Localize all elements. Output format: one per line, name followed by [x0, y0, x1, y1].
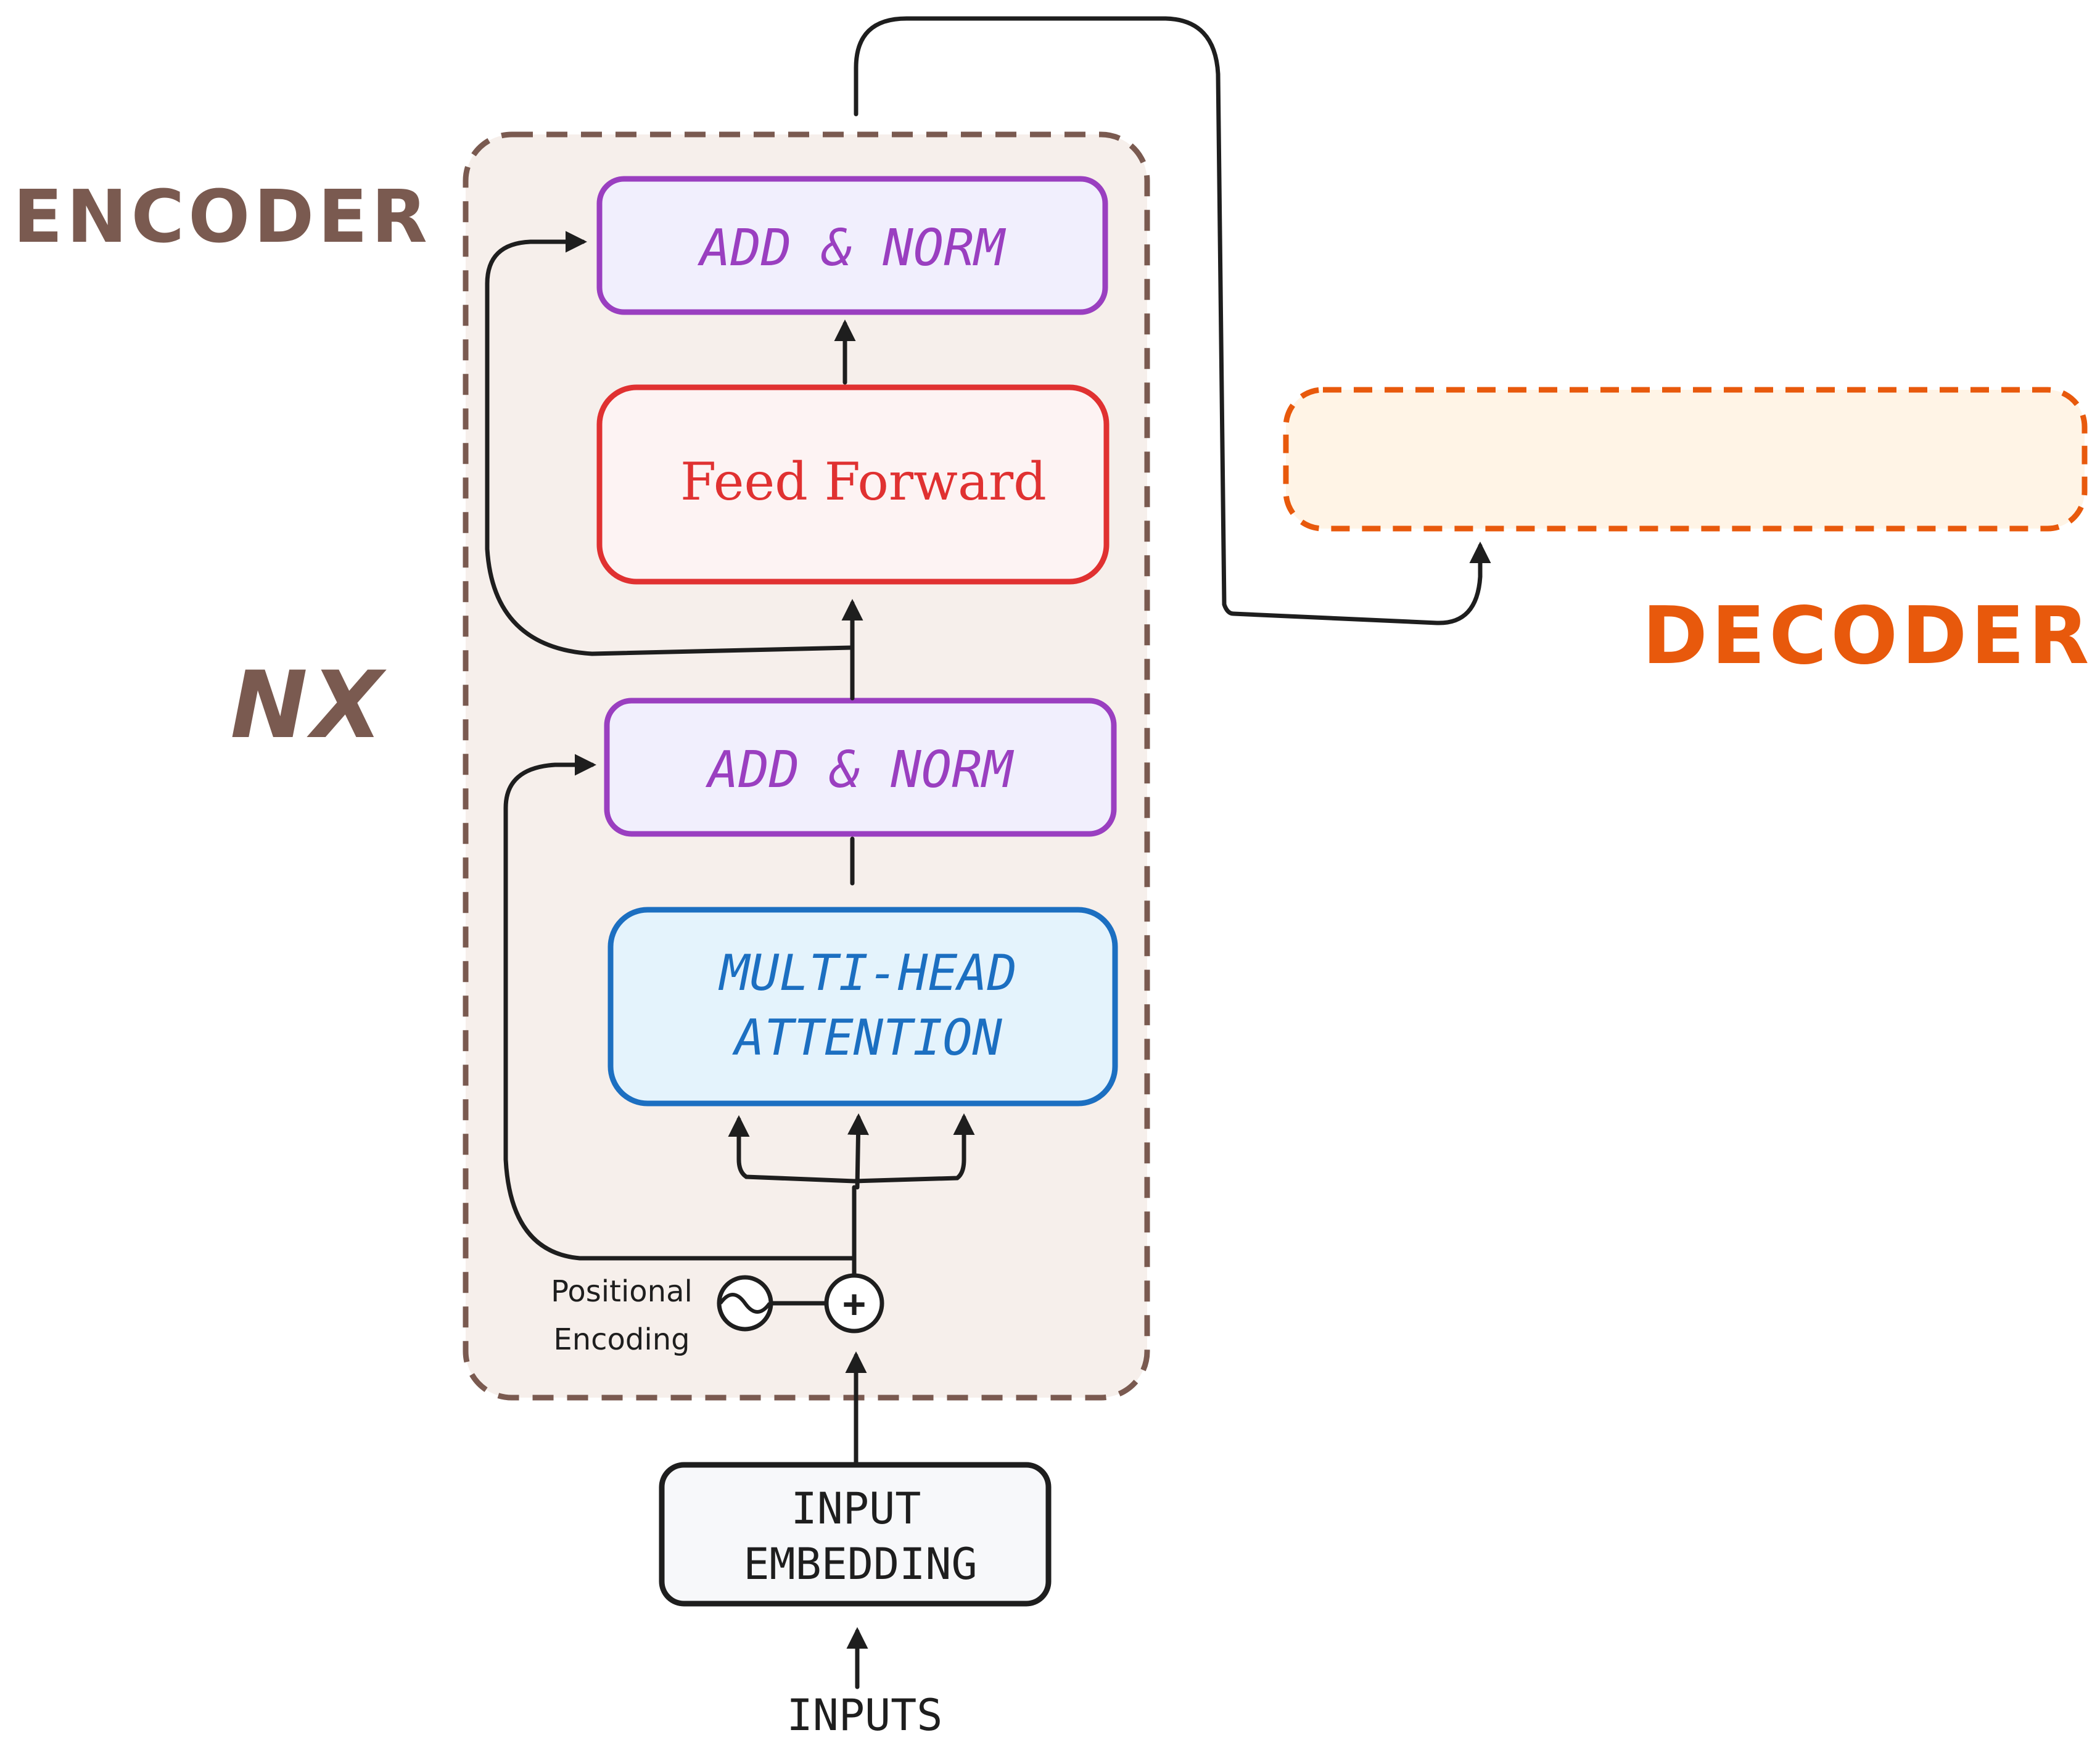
- query-branch-arrow: [728, 1115, 857, 1184]
- feed-forward-label: Feed Forward: [680, 451, 1047, 512]
- encoder-title: ENCODER: [13, 174, 431, 259]
- inputs-label: INPUTS: [787, 1690, 943, 1741]
- plus-icon: +: [842, 1281, 865, 1326]
- multi-head-label-line2: ATTENTION: [731, 1009, 1002, 1066]
- decoder-title: DECODER: [1642, 590, 2093, 682]
- multi-head-label-line1: MULTI-HEAD: [718, 944, 1017, 1002]
- add-norm-top-block: [596, 176, 1108, 315]
- encoder-to-decoder-arrow: [854, 16, 1491, 625]
- nx-label: NX: [230, 652, 387, 759]
- positional-encoding-label-line2: Encoding: [553, 1322, 690, 1357]
- multi-head-attention-block: [607, 907, 1118, 1107]
- add-norm-bottom-label: ADD & NORM: [705, 741, 1014, 799]
- add-norm-top-label: ADD & NORM: [697, 219, 1006, 278]
- feed-forward-block: [596, 384, 1110, 585]
- value-branch-arrow: [847, 1113, 870, 1190]
- add-norm-bottom-block: [604, 698, 1117, 837]
- input-embedding-label-line1: INPUT: [791, 1483, 921, 1534]
- positional-encoding-label-line1: Positional: [551, 1274, 693, 1309]
- add-circle: [824, 1273, 884, 1333]
- residual-connection-1: [503, 754, 855, 1261]
- residual-connection-2: [485, 231, 854, 656]
- input-embedding-label-line2: EMBEDDING: [743, 1539, 977, 1589]
- key-branch-arrow: [852, 1113, 975, 1184]
- sine-wave-icon: [717, 1275, 773, 1332]
- decoder-box: [1283, 387, 2088, 532]
